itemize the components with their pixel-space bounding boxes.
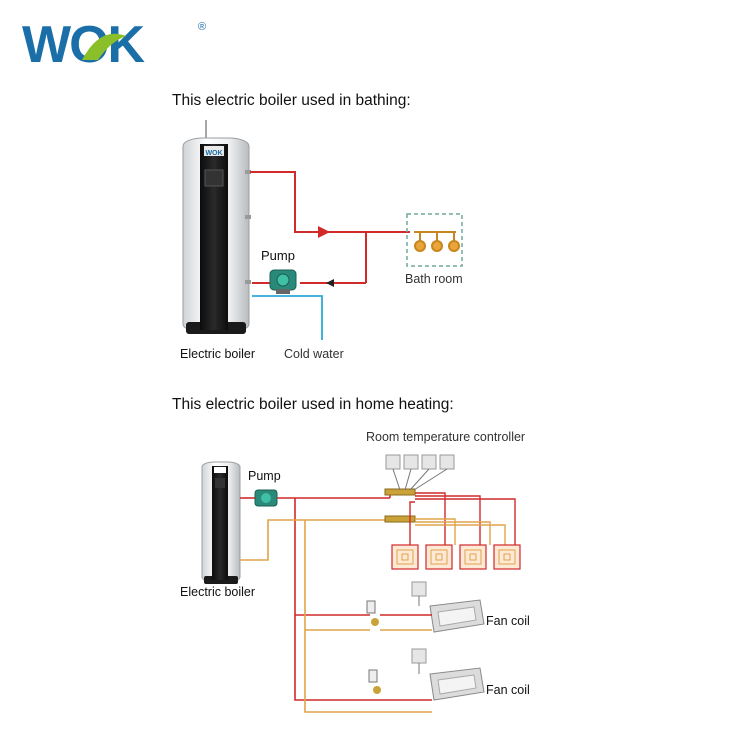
wok-logo: WOK ® — [22, 16, 206, 68]
heating-heading: This electric boiler used in home heatin… — [172, 396, 454, 413]
bathing-heading: This electric boiler used in bathing: — [172, 92, 411, 109]
pump-label-1: Pump — [261, 248, 295, 263]
return-arrow-icon — [326, 279, 334, 287]
fan-coil-icon-1 — [366, 581, 485, 633]
room-controller-icons — [385, 454, 455, 470]
pump-label-2: Pump — [248, 469, 281, 483]
fan-coil-icon-2 — [368, 648, 485, 713]
room-controller-label: Room temperature controller — [366, 430, 526, 444]
hot-supply-pipe — [250, 171, 410, 233]
pump-icon-2 — [254, 489, 278, 507]
floor-coil-icons — [391, 544, 521, 570]
floor-heating-loops — [409, 492, 516, 545]
return-pipes — [240, 519, 390, 713]
electric-boiler-label-2: Electric boiler — [180, 585, 256, 599]
electric-boiler-tank-2 — [201, 461, 241, 584]
cold-water-pipe — [252, 295, 323, 340]
supply-pipes — [240, 493, 391, 701]
bath-room-label: Bath room — [405, 272, 463, 286]
bath-room-box — [406, 213, 463, 267]
logo-leaf-icon — [82, 33, 126, 60]
electric-boiler-label-1: Electric boiler — [180, 347, 256, 361]
fan-coil-label-1: Fan coil — [486, 614, 530, 628]
cold-water-label: Cold water — [284, 347, 344, 361]
electric-boiler-tank-1: WOK — [182, 137, 251, 334]
trademark-symbol: ® — [198, 21, 206, 33]
svg-text:WOK: WOK — [205, 150, 222, 157]
fan-coil-label-2: Fan coil — [486, 683, 530, 697]
pump-icon — [269, 269, 297, 294]
flow-arrow-icon — [318, 226, 330, 238]
shower-icons — [414, 231, 460, 252]
